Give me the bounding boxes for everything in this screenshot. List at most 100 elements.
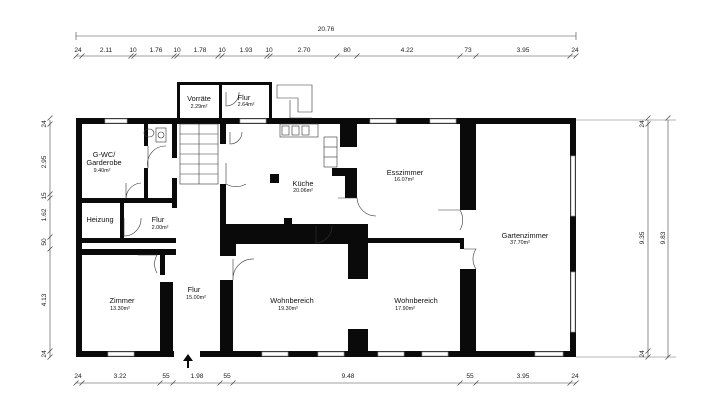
top-dim-label: 3.95 [517,47,530,54]
room-name: Küche [293,179,314,188]
room-name: Flur [152,215,165,224]
room-name: Flur [238,93,251,102]
dimension-tick [567,53,573,59]
dimension-tick [645,348,651,354]
top-dim-label: 10 [173,47,181,54]
top-dim-label: 2.11 [100,47,113,54]
right-dim-label: 24 [639,120,646,128]
dimension-tick [573,53,579,59]
left-dim-label: 15 [41,192,48,200]
dimension-tick [645,115,651,121]
room-kueche: Küche 20.06m² [293,179,314,194]
top-dim-label: 10 [218,47,226,54]
dimension-tick [47,348,53,354]
bottom-dim-label: 1.98 [191,373,204,380]
top-dim-label: 1.93 [240,47,253,54]
windows [104,118,576,357]
dimension-tick [567,380,573,386]
room-name-line2: Garderobe [86,158,121,167]
room-area: 2.29m² [191,104,208,110]
dimension-tick [47,234,53,240]
dimension-tick [473,53,479,59]
dimension-tick [219,53,225,59]
bottom-dim-label: 3.22 [114,373,127,380]
bottom-dim-label: 55 [162,373,170,380]
dimension-tick [171,53,177,59]
top-dim-label: 10 [265,47,273,54]
left-dim-label: 50 [41,238,48,246]
dimension-tick [573,380,579,386]
room-flur-annex: Flur 2.64m² [238,93,255,108]
room-area: 19.30m² [278,306,298,312]
top-dim-label: 4.22 [401,47,414,54]
room-wohnbereich-west: Wohnbereich 19.30m² [270,296,313,312]
top-dim-label: 1.76 [150,47,163,54]
left-dimension-labels: 24 2.95 15 1.62 50 4.13 24 [41,120,48,358]
dimension-ticks-bottom [73,380,579,386]
room-name: Heizung [86,215,113,224]
room-name: Zimmer [109,296,135,305]
dimension-tick [131,53,137,59]
room-area: 2.64m² [238,102,255,108]
room-flur-small: Flur 2.00m² [152,215,169,231]
dimension-tick [47,121,53,127]
dimension-tick [170,380,176,386]
doors [123,91,477,281]
room-area: 9.40m² [94,168,111,174]
entrance-arrow-icon [183,354,193,368]
room-area: 37.70m² [510,240,530,246]
dimension-tick [457,53,463,59]
left-dim-label: 24 [41,350,48,358]
dimension-tick [665,354,671,360]
room-name: Vorräte [187,94,211,103]
left-dim-label: 2.95 [41,155,48,168]
top-dim-label: 80 [343,47,351,54]
bottom-dim-label: 55 [466,373,474,380]
dimension-tick [645,121,651,127]
left-dim-label: 24 [41,120,48,128]
dimension-tick [79,53,85,59]
dimension-tick [47,115,53,121]
dimension-tick [217,380,223,386]
dimension-tick [473,380,479,386]
dimension-ticks-right [645,115,671,360]
room-area: 16.07m² [394,177,414,183]
top-dim-label: 2.70 [298,47,311,54]
room-area: 15.00m² [186,295,206,301]
room-area: 2.00m² [152,225,169,231]
room-area: 17.90m² [395,306,415,312]
room-heizung: Heizung [86,215,113,224]
dimension-tick [645,354,651,360]
dimension-lines [49,32,676,384]
dimension-tick [47,246,53,252]
right-outer-dim-label: 9.83 [660,231,667,244]
dimension-tick [354,53,360,59]
room-name: G-WC/ [93,150,117,159]
bottom-dim-label: 3.95 [517,373,530,380]
room-name: Flur [188,285,201,294]
dimension-tick [157,380,163,386]
dimension-tick [73,53,79,59]
dimension-tick [215,53,221,59]
dimension-tick [128,53,134,59]
bottom-dimension-labels: 24 3.22 55 1.98 55 9.48 55 3.95 24 [74,373,579,380]
left-dim-label: 1.62 [41,208,48,221]
dimension-tick [47,191,53,197]
room-area: 20.06m² [293,188,313,194]
top-dim-label: 73 [464,47,472,54]
room-name: Wohnbereich [394,296,437,305]
room-name: Esszimmer [387,168,424,177]
fixtures [143,84,338,185]
room-name: Gartenzimmer [502,231,549,240]
dimension-tick [334,53,340,59]
room-zimmer: Zimmer 13.30m² [109,296,135,312]
top-dim-label: 24 [571,47,579,54]
room-area: 13.30m² [110,306,130,312]
dimension-tick [665,115,671,121]
bottom-dim-label: 9.48 [342,373,355,380]
top-dimension-labels: 24 2.11 10 1.76 10 1.78 10 1.93 10 2.70 … [74,47,579,54]
left-dim-label: 4.13 [41,293,48,306]
right-dim-label: 24 [639,350,646,358]
door-openings [173,158,200,357]
